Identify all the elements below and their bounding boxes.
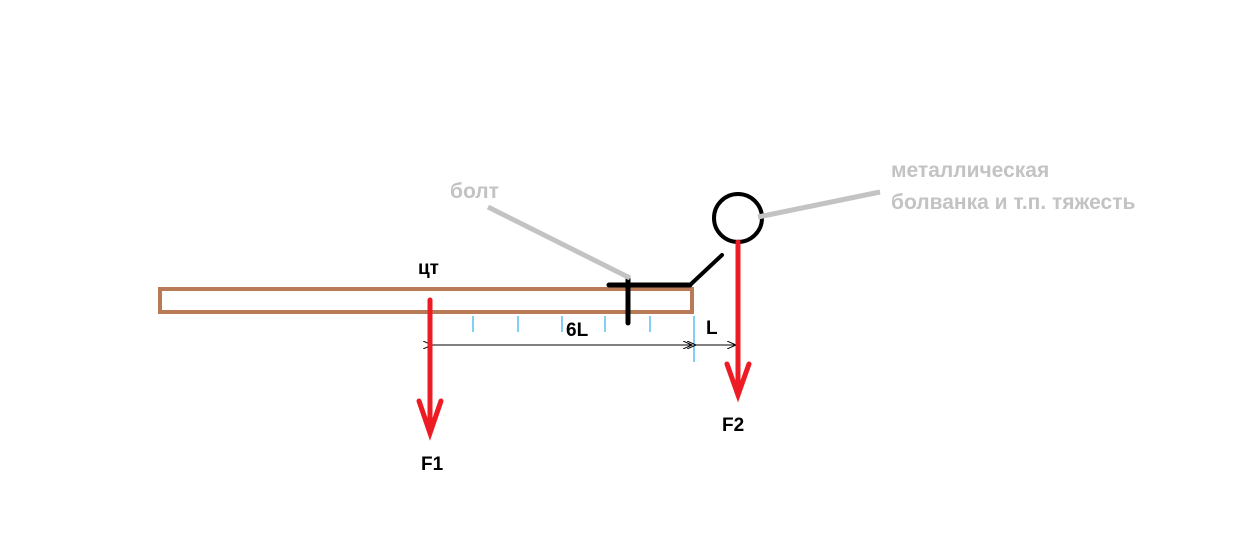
force-f2-arrow bbox=[724, 239, 752, 403]
bolt-callout-line bbox=[486, 204, 632, 281]
weight-label-line2: болванка и т.п. тяжесть bbox=[891, 191, 1136, 214]
center-of-gravity-label: цт bbox=[418, 258, 439, 279]
beam bbox=[158, 287, 694, 314]
force-f2-label: F2 bbox=[722, 415, 744, 436]
force-f1-arrow bbox=[416, 297, 444, 441]
distance-l-label: L bbox=[706, 318, 718, 339]
bolt-label: болт bbox=[450, 180, 499, 203]
weight-label-line1: металлическая bbox=[891, 159, 1049, 182]
distance-6l-label: 6L bbox=[566, 320, 589, 341]
bolt bbox=[606, 253, 724, 326]
weight-ball bbox=[712, 192, 764, 244]
weight-callout-line bbox=[757, 189, 881, 220]
force-f1-label: F1 bbox=[421, 454, 444, 475]
scale-ticks bbox=[472, 316, 695, 362]
